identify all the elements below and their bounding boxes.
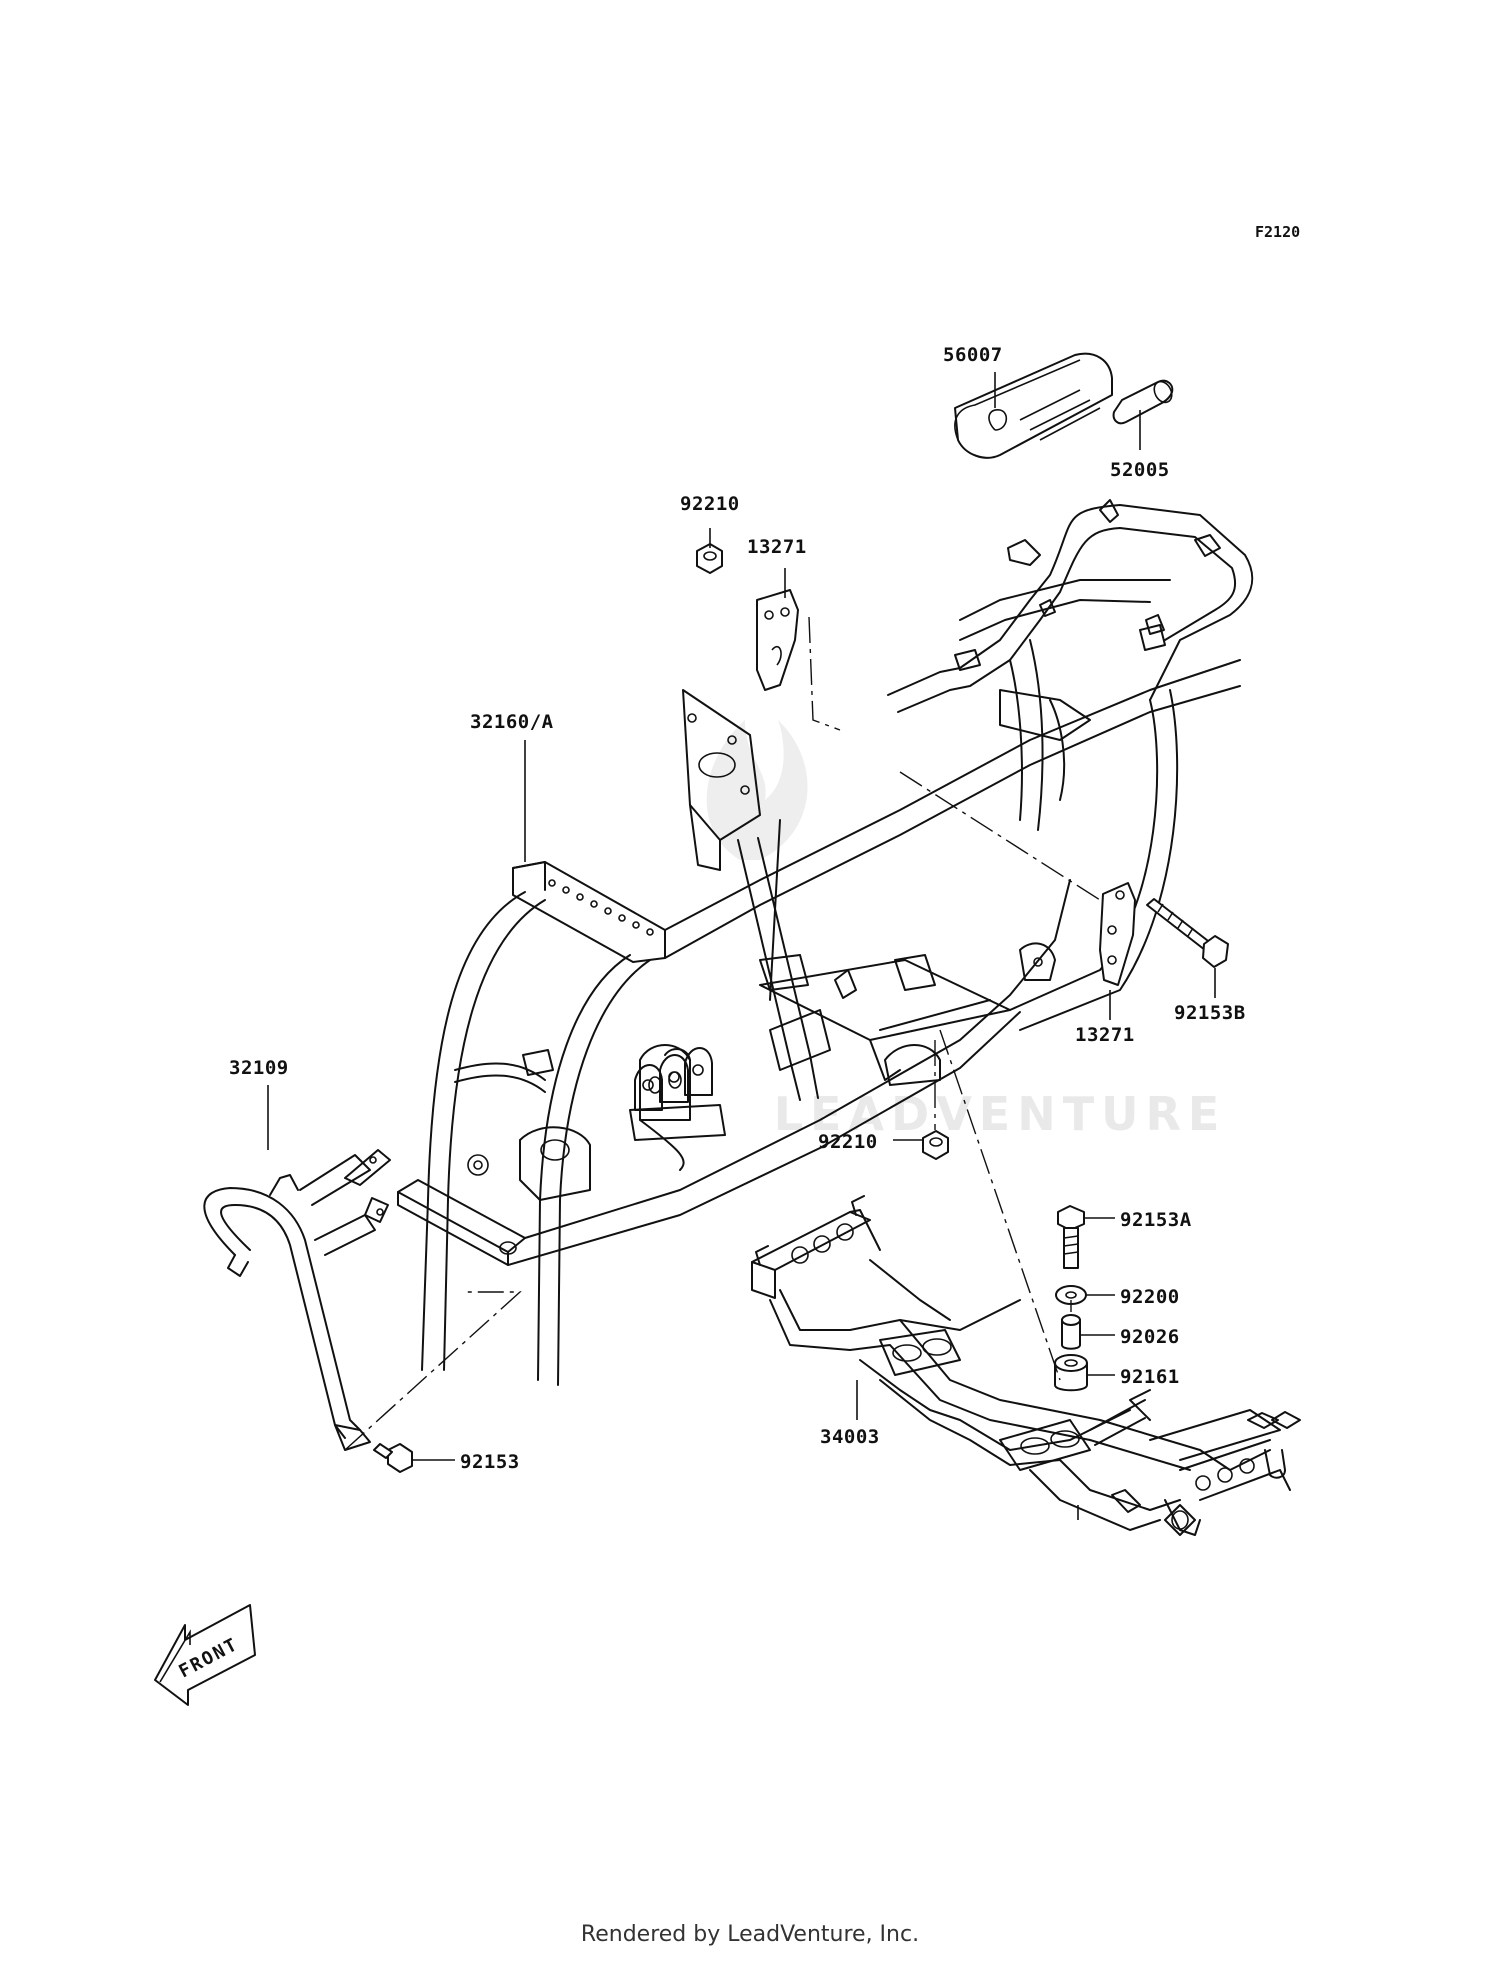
part-56007-tool-kit [954, 352, 1113, 459]
label-92210-top: 92210 [680, 493, 740, 515]
part-92210-nut-lower [922, 1130, 949, 1160]
assembly-lines [344, 616, 1101, 1451]
part-92153A-bolt [1057, 1205, 1085, 1269]
label-92161: 92161 [1120, 1366, 1180, 1388]
label-13271-upper: 13271 [747, 536, 807, 558]
part-labels: 56007 52005 92210 13271 32160/A 13271 92… [229, 344, 1246, 1473]
label-56007: 56007 [943, 344, 1003, 366]
label-13271-lower: 13271 [1075, 1024, 1135, 1046]
part-32109-front-guard [203, 1149, 391, 1451]
watermark: LEADVENTURE [706, 720, 1219, 1141]
part-52005-grip [1112, 379, 1174, 425]
part-34003-sub-frame [751, 1195, 1301, 1536]
part-13271-bracket-lower [1099, 882, 1136, 986]
leader-lines [267, 372, 1216, 1461]
footer-credit: Rendered by LeadVenture, Inc. [580, 1922, 920, 1947]
front-direction-marker: FRONT [154, 1604, 256, 1706]
part-92161-damper [1054, 1354, 1088, 1392]
label-92210-lower: 92210 [818, 1131, 878, 1153]
label-32160-A: 32160/A [470, 711, 554, 733]
part-92026-collar [1061, 1314, 1081, 1350]
figure-code: F2120 [1255, 223, 1300, 241]
part-92153-bolt [373, 1443, 413, 1473]
label-92026: 92026 [1120, 1326, 1180, 1348]
label-32109: 32109 [229, 1057, 289, 1079]
part-92210-nut-top [696, 543, 723, 574]
main-frame-drawing [397, 499, 1254, 1386]
label-92200: 92200 [1120, 1286, 1180, 1308]
label-52005: 52005 [1110, 459, 1170, 481]
part-13271-bracket-upper [756, 589, 799, 691]
label-92153B: 92153B [1174, 1002, 1246, 1024]
label-92153A: 92153A [1120, 1209, 1192, 1231]
label-92153: 92153 [460, 1451, 520, 1473]
label-34003: 34003 [820, 1426, 880, 1448]
part-92153B-bolt-long [1146, 898, 1229, 968]
